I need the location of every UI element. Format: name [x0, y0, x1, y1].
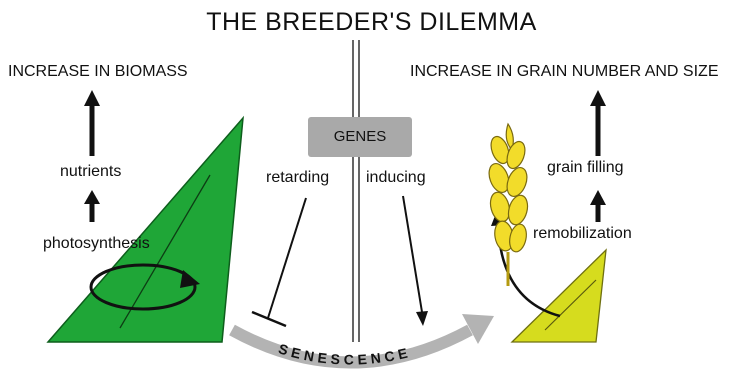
left-heading: INCREASE IN BIOMASS — [8, 64, 188, 80]
inducing-arrow-line — [403, 196, 422, 312]
arrow-to-biomass-head — [84, 90, 100, 106]
retarding-inhibit-line — [268, 198, 306, 318]
photosynthesis-label: photosynthesis — [43, 236, 150, 252]
arrow-to-nutrients-head — [84, 190, 100, 204]
senescence-label: SENESCENCE — [277, 340, 413, 367]
arrow-to-grain-filling-head — [590, 190, 606, 205]
yellow-leaf-icon — [512, 250, 606, 342]
remobilization-label: remobilization — [533, 226, 632, 242]
inducing-arrow-head — [416, 311, 428, 326]
arrow-to-grain-number-head — [590, 90, 606, 106]
diagram-title: THE BREEDER'S DILEMMA — [0, 10, 743, 35]
wheat-ear-icon — [485, 124, 530, 286]
right-heading: INCREASE IN GRAIN NUMBER AND SIZE — [410, 64, 719, 80]
nutrients-label: nutrients — [60, 164, 121, 180]
genes-label: GENES — [308, 129, 412, 144]
grain-filling-label: grain filling — [547, 160, 623, 176]
retarding-label: retarding — [266, 170, 329, 186]
inducing-label: inducing — [366, 170, 426, 186]
